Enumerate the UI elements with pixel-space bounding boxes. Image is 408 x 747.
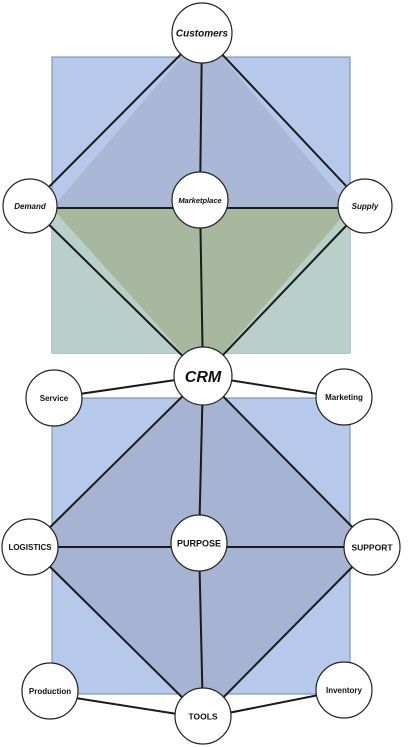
edge-supply-crm bbox=[202, 205, 366, 377]
node-purpose: PURPOSE bbox=[170, 514, 228, 572]
edge-customers-supply bbox=[201, 32, 366, 207]
edge-logistics-tools bbox=[29, 546, 204, 719]
node-supply: Supply bbox=[337, 178, 393, 234]
node-inventory: Inventory bbox=[315, 661, 373, 719]
node-crm: CRM bbox=[173, 346, 233, 406]
node-purpose-label: PURPOSE bbox=[177, 538, 221, 548]
node-service-label: Service bbox=[40, 394, 69, 403]
node-marketing-label: Marketing bbox=[325, 393, 363, 402]
edge-support-tools bbox=[202, 546, 373, 719]
node-marketplace: Marketplace bbox=[171, 171, 229, 229]
node-customers: Customers bbox=[171, 2, 233, 64]
node-inventory-label: Inventory bbox=[326, 686, 363, 695]
node-tools-label: TOOLS bbox=[188, 711, 217, 721]
node-demand-label: Demand bbox=[14, 202, 47, 211]
node-crm-label: CRM bbox=[185, 369, 222, 386]
node-marketing: Marketing bbox=[315, 368, 373, 426]
node-production-label: Production bbox=[29, 687, 71, 696]
node-tools: TOOLS bbox=[174, 687, 232, 745]
node-support: SUPPORT bbox=[343, 518, 401, 576]
edge-demand-crm bbox=[29, 205, 204, 377]
edge-crm-support bbox=[202, 375, 373, 548]
node-marketplace-label: Marketplace bbox=[178, 196, 221, 205]
node-production: Production bbox=[21, 662, 79, 720]
node-logistics-label: LOGISTICS bbox=[8, 543, 52, 552]
node-support-label: SUPPORT bbox=[351, 542, 393, 552]
node-service: Service bbox=[25, 369, 83, 427]
node-customers-label: Customers bbox=[176, 29, 229, 40]
node-demand: Demand bbox=[2, 178, 58, 234]
edge-customers-demand bbox=[29, 32, 203, 207]
node-logistics: LOGISTICS bbox=[1, 518, 59, 576]
edge-crm-logistics bbox=[29, 375, 204, 548]
node-supply-label: Supply bbox=[352, 202, 379, 211]
